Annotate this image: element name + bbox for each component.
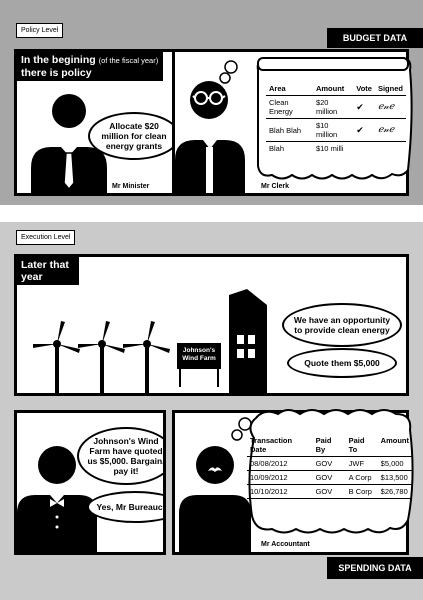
cell-vote <box>353 142 375 156</box>
table-row: Blah Blah $10 million ✔ ℯ𝓃ℯ <box>266 118 406 142</box>
wind-turbine-icon <box>123 321 170 393</box>
signature-icon: ℯ𝓃ℯ <box>374 118 406 142</box>
cell-amount: $5,000 <box>377 456 412 471</box>
wind-turbine-icon <box>78 321 125 393</box>
cell-paid-by: GOV <box>312 456 346 471</box>
execution-headline: Later that year <box>17 257 79 285</box>
reply-speech-bubble: Yes, Mr Bureaucrat <box>87 491 163 523</box>
vote-check-icon: ✔ <box>353 118 375 142</box>
bow-tie-icon <box>50 499 64 507</box>
table-row: 10/10/2012 GOV B Corp $26,780 <box>247 484 412 499</box>
cell-amount: $13,500 <box>377 470 412 485</box>
minister-speech-bubble: Allocate $20 million for clean energy gr… <box>88 112 177 160</box>
accountant-caption: Mr Accountant <box>261 541 310 548</box>
col-area: Area <box>266 82 313 96</box>
budget-thought-cloud: Area Amount Vote Signed Clean Energy $20… <box>252 54 414 182</box>
minister-figure <box>31 94 107 193</box>
moustache-icon <box>208 467 222 472</box>
budget-table-header: Area Amount Vote Signed <box>266 82 406 96</box>
policy-level-label: Policy Level <box>16 23 64 38</box>
table-row: Clean Energy $20 million ✔ ℯ𝓃ℯ <box>266 95 406 119</box>
cell-paid-to: JWF <box>345 456 378 471</box>
windfarm-sign: Johnson's Wind Farm <box>182 347 216 362</box>
budget-table: Area Amount Vote Signed Clean Energy $20… <box>266 82 406 155</box>
pay-speech-bubble: Johnson's Wind Farm have quoted us $5,00… <box>77 427 163 485</box>
accountant-figure <box>179 417 252 552</box>
windfarm-panel: Later that year Johnson's Wind Farm We h… <box>14 254 409 396</box>
windfarm-scene <box>33 289 267 393</box>
minister-caption: Mr Minister <box>112 183 150 190</box>
spending-table-header: Transaction Date Paid By Paid To Amount <box>247 434 412 457</box>
col-paid-to: Paid To <box>345 434 378 457</box>
bureaucrat-figure <box>17 446 97 552</box>
bureaucrat-panel: Johnson's Wind Farm have quoted us $5,00… <box>14 410 166 555</box>
cell-area: Blah <box>269 144 285 153</box>
quote-speech-bubble: Quote them $5,000 <box>287 348 397 378</box>
headline-line1: In the begining <box>21 54 96 66</box>
budget-data-label: BUDGET DATA <box>327 28 423 48</box>
clerk-caption: Mr Clerk <box>261 183 290 190</box>
cell-signed <box>375 142 406 156</box>
cell-date: 10/09/2012 <box>247 470 313 485</box>
cell-date: 08/08/2012 <box>247 456 313 471</box>
cell-area: Blah Blah <box>266 118 313 142</box>
policy-headline: In the begining (of the fiscal year) the… <box>17 52 163 81</box>
cell-paid-to: B Corp <box>345 484 378 499</box>
cell-date: 10/10/2012 <box>247 484 313 499</box>
cell-paid-by: GOV <box>312 470 346 485</box>
vote-check-icon: ✔ <box>353 95 375 119</box>
cell-amount: $20 million <box>312 95 354 119</box>
col-paid-by: Paid By <box>312 434 346 457</box>
opportunity-speech-bubble: We have an opportunity to provide clean … <box>282 303 402 347</box>
col-transaction-date: Transaction Date <box>247 434 313 457</box>
spending-data-label: SPENDING DATA <box>327 557 423 579</box>
cell-area: Clean Energy <box>266 95 313 119</box>
spending-thought-cloud: Transaction Date Paid By Paid To Amount … <box>244 408 416 536</box>
headline-aside: (of the fiscal year) <box>98 56 159 65</box>
spending-table: Transaction Date Paid By Paid To Amount … <box>247 434 412 499</box>
office-building-icon <box>229 289 267 393</box>
signature-icon: ℯ𝓃ℯ <box>374 95 406 119</box>
execution-level-label: Execution Level <box>16 230 76 245</box>
table-row: 08/08/2012 GOV JWF $5,000 <box>247 456 412 471</box>
clerk-figure <box>175 60 245 193</box>
col-vote: Vote <box>353 82 375 96</box>
col-amount: Amount <box>312 82 354 96</box>
headline-line2: there is policy <box>21 67 92 79</box>
cell-amount: $10 million <box>312 118 354 142</box>
col-amount: Amount <box>377 434 412 457</box>
minister-panel: In the begining (of the fiscal year) the… <box>14 49 180 196</box>
wind-turbine-icon <box>33 321 80 393</box>
cell-amount: $26,780 <box>377 484 412 499</box>
cell-paid-by: GOV <box>312 484 346 499</box>
table-row: Blah $10 milli <box>266 142 406 156</box>
cell-amount: $10 milli <box>315 144 344 153</box>
col-signed: Signed <box>374 82 406 96</box>
table-row: 10/09/2012 GOV A Corp $13,500 <box>247 470 412 485</box>
cell-paid-to: A Corp <box>345 470 378 485</box>
